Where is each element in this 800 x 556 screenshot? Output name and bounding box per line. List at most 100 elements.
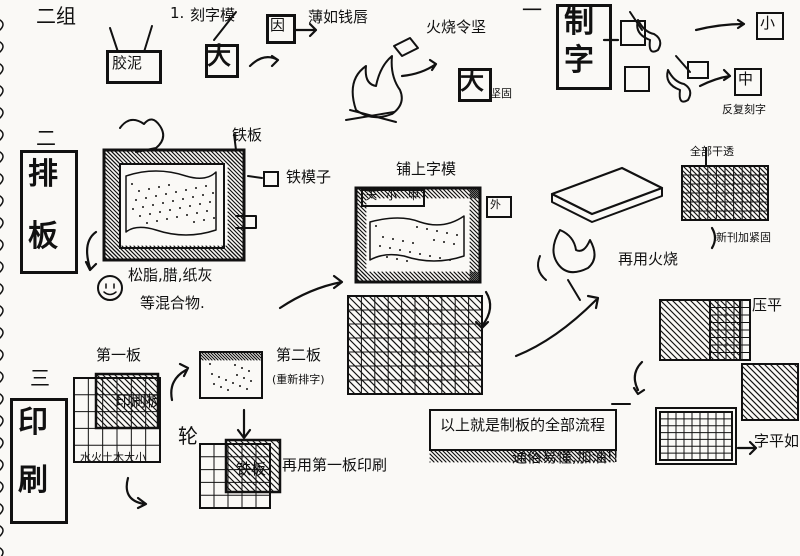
yinshua-title-1: 印 (18, 405, 48, 440)
type-plate (354, 186, 482, 284)
refire-label: 再用火烧 (618, 250, 679, 268)
arrow-step1-a (248, 54, 280, 68)
spiral-ring (0, 261, 4, 273)
spiral-ring (0, 437, 4, 449)
glue-mud-block (106, 50, 162, 84)
char-zhong-box (734, 68, 762, 96)
wheel-label: 轮 (178, 424, 198, 448)
arrow-zhizi-2 (694, 18, 746, 32)
spiral-ring (0, 19, 4, 31)
hand-pouring (119, 118, 165, 153)
arrow-drying (710, 226, 717, 250)
repeat-carve-label: 反复刻字 (722, 103, 766, 116)
coin-slice (393, 37, 419, 57)
small-mold-2 (624, 66, 650, 92)
refire-plate (550, 166, 664, 216)
spiral-ring (0, 459, 4, 471)
hand-carving-2 (666, 69, 692, 103)
final-plate (655, 407, 737, 465)
plate-two-dots (209, 363, 252, 391)
type-grid-hatch (347, 295, 483, 395)
type-plate-dots (375, 225, 458, 262)
stick-2 (143, 25, 153, 53)
plate-two-hatch (199, 351, 263, 361)
arrow-print-loop (125, 476, 148, 510)
summary-box (429, 409, 617, 451)
harden-label: 坚固 (490, 87, 512, 100)
paiban-title-2: 板 (28, 219, 58, 254)
final-grid-frame (659, 411, 733, 461)
spiral-ring (0, 151, 4, 163)
type-row-char-3: 中 (408, 189, 419, 202)
spiral-ring (0, 217, 4, 229)
arrow-zhizi-3 (698, 68, 732, 88)
print-iron-plate (224, 438, 282, 494)
iron-frame-arrow (247, 175, 263, 179)
refire-flame-lick (537, 255, 547, 281)
smiley-mouth (103, 291, 117, 296)
char-da-hardened (458, 68, 492, 102)
fire-flame (351, 55, 403, 119)
yinshua-title-2: 刷 (18, 463, 48, 498)
type-plate-hatch-right (469, 187, 481, 283)
section-three-number: 三 (30, 366, 50, 390)
plate-one-inner-label: 印刷板 (116, 392, 162, 410)
zhizi-title-1: 制 (564, 5, 594, 40)
type-row-frame (361, 189, 425, 207)
arrow-press (632, 360, 646, 396)
spiral-ring (0, 107, 4, 119)
spiral-ring (0, 415, 4, 427)
char-yin-mold (266, 14, 296, 44)
spiral-ring (0, 349, 4, 361)
arrow-plate-swap (170, 362, 190, 402)
hand-carving-1 (636, 19, 662, 53)
char-zhong: 中 (738, 70, 754, 88)
refire-flame (552, 229, 596, 274)
small-mold-1 (620, 20, 646, 46)
plate-two-note: (重新排字) (272, 373, 325, 386)
spiral-ring (0, 129, 4, 141)
summary-shadow (429, 449, 617, 463)
arrow-step1-c (400, 58, 438, 78)
fire-harden-label: 火烧令坚 (426, 18, 487, 36)
section-one-number: 一 (522, 0, 542, 22)
type-row-char-2: 小 (386, 189, 397, 202)
iron-plate-handle (235, 215, 257, 229)
type-out-box (486, 196, 512, 218)
yinshua-title-box (10, 398, 68, 524)
arrow-plate-down (236, 408, 252, 440)
print-plate-one-hatch (95, 373, 159, 429)
spiral-ring (0, 239, 4, 251)
paiban-title-1: 排 (28, 157, 58, 192)
print-iron-plate-hatch (225, 439, 281, 493)
summary-line-2: 通俗易懂,加油!! (512, 448, 619, 466)
iron-plate-tag: 铁板 (236, 460, 267, 478)
arrow-step1-b (294, 22, 318, 38)
press-flat-label: 压平 (752, 296, 783, 314)
small-block (687, 61, 709, 79)
place-type-label: 铺上字模 (396, 160, 457, 178)
flat-as-label: 字平如 (754, 432, 800, 450)
refire-hand (567, 279, 581, 301)
arrow-paiban-down (84, 230, 98, 272)
spiral-ring (0, 371, 4, 383)
plate-one-label: 第一板 (96, 346, 142, 364)
summary-line-1: 以上就是制板的全部流程 (440, 416, 606, 434)
iron-plate-hatch-right (227, 149, 245, 261)
spiral-ring (0, 481, 4, 493)
spiral-ring (0, 547, 4, 556)
spiral-ring (0, 283, 4, 295)
zhizi-title-2: 字 (564, 43, 594, 78)
spiral-ring (0, 305, 4, 317)
type-row-char-1: 天 (366, 189, 377, 202)
stick-1 (109, 27, 119, 53)
char-yin: 因 (270, 16, 286, 34)
final-grid-lines (659, 411, 733, 461)
char-da-mold (205, 44, 239, 78)
type-plate-wave (369, 215, 465, 262)
group-label: 二组 (36, 4, 76, 28)
mixture-wave (125, 170, 217, 236)
glue-mud-label: 胶泥 (112, 54, 143, 72)
spiral-ring (0, 173, 4, 185)
